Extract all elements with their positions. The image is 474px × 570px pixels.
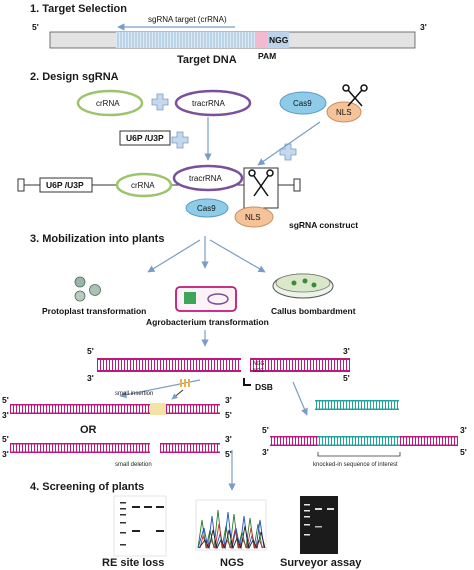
pam-label: PAM	[258, 51, 276, 61]
small-deletion-label: small deletion	[115, 462, 152, 468]
section-mobilization-title: 3. Mobilization into plants	[30, 233, 164, 245]
sgrna-construct-label: sgRNA construct	[289, 220, 358, 230]
knockin-bracket	[317, 452, 401, 457]
deletion-five-prime-right: 5'	[225, 449, 232, 459]
plus-icon	[171, 131, 189, 149]
dna-three-prime-label: 3'	[420, 22, 427, 32]
knockin-label: knocked-in sequence of interest	[313, 462, 398, 468]
cas9-oval	[279, 91, 327, 115]
knockin-dna	[270, 436, 458, 446]
sgrna-target-label: sgRNA target (crRNA)	[148, 15, 227, 24]
cut-site-region	[255, 32, 267, 48]
nls-label: NLS	[336, 108, 352, 117]
dsb-three-prime-right: 3'	[343, 346, 350, 356]
insert-nucleotides-icon	[180, 379, 190, 387]
design-arrow-diagonal	[257, 121, 321, 166]
tracrrna-label: tracrRNA	[192, 99, 226, 108]
sgrna-target-region	[116, 32, 266, 48]
crrna-oval	[76, 89, 144, 117]
promoter-label-construct: U6P /U3P	[46, 180, 84, 190]
small-insertion-label: small insertion	[115, 391, 153, 397]
callus-label: Callus bombardment	[271, 306, 356, 316]
dsb-arrow-hdr	[292, 381, 308, 416]
dsb-dna-right	[250, 358, 350, 372]
construct-tracrrna-oval	[172, 164, 244, 192]
dsb-dna-left	[97, 358, 241, 372]
surveyor-label: Surveyor assay	[280, 557, 362, 569]
construct-end-right	[293, 178, 301, 192]
deletion-three-prime-right: 3'	[225, 434, 232, 444]
petri-dish-icon	[272, 273, 334, 299]
plus-icon	[279, 143, 297, 161]
crrna-label: crRNA	[96, 99, 120, 108]
target-dna-caption: Target DNA	[177, 54, 237, 66]
construct-cas9-label: Cas9	[197, 204, 216, 213]
promoter-box-construct	[39, 177, 93, 193]
mobilization-arrow-left	[147, 239, 201, 273]
deletion-dna	[10, 442, 220, 454]
section-screening-title: 4. Screening of plants	[30, 481, 144, 493]
section-target-selection-title: 1. Target Selection	[30, 3, 127, 15]
knockin-five-prime-right: 5'	[460, 447, 467, 457]
insertion-three-prime-right: 3'	[225, 395, 232, 405]
protoplast-cells-icon	[74, 276, 101, 302]
agrobacterium-icon	[175, 286, 237, 312]
construct-nls-oval	[234, 206, 274, 228]
insertion-three-prime-left: 3'	[2, 410, 9, 420]
dsb-ncc-label: NCC	[253, 368, 264, 374]
nls-oval	[326, 101, 362, 123]
promoter-label-top: U6P /U3P	[126, 133, 164, 143]
ngs-chromatogram-image	[195, 499, 267, 551]
donor-dna	[315, 400, 399, 410]
tracrrna-oval	[174, 89, 252, 117]
insertion-five-prime-right: 5'	[225, 410, 232, 420]
knockin-three-prime-right: 3'	[460, 425, 467, 435]
construct-nls-label: NLS	[245, 213, 261, 222]
construct-crrna-label: crRNA	[131, 181, 155, 190]
construct-crrna-oval	[115, 172, 173, 198]
promoter-box-top	[119, 130, 171, 146]
dsb-five-prime-left: 5'	[87, 346, 94, 356]
or-label: OR	[80, 424, 97, 436]
agrobacterium-label: Agrobacterium transformation	[146, 317, 269, 327]
insertion-five-prime: 5'	[2, 395, 9, 405]
re-site-loss-label: RE site loss	[102, 557, 164, 569]
knockin-five-prime: 5'	[262, 425, 269, 435]
scissors-icon	[342, 84, 368, 107]
dsb-cut-marker	[243, 378, 251, 386]
ngs-label: NGS	[220, 557, 244, 569]
insertion-arrow	[171, 389, 184, 400]
dsb-five-prime-right: 5'	[343, 373, 350, 383]
surveyor-gel-image	[300, 496, 338, 554]
re-gel-image	[113, 495, 167, 557]
dna-five-prime-label: 5'	[32, 22, 39, 32]
deletion-three-prime-left: 3'	[2, 449, 9, 459]
ngg-region	[267, 32, 289, 48]
section-design-sgrna-title: 2. Design sgRNA	[30, 71, 119, 83]
protoplast-label: Protoplast transformation	[42, 306, 146, 316]
insertion-dna	[10, 403, 220, 415]
scissors-icon	[248, 169, 274, 197]
dsb-arrow-nhej	[119, 379, 201, 399]
dsb-three-prime-left: 3'	[87, 373, 94, 383]
construct-cas9-oval	[185, 198, 229, 218]
dsb-ngg-label: NGG	[253, 361, 265, 367]
construct-end-left	[17, 178, 25, 192]
cas9-label: Cas9	[293, 99, 312, 108]
knockin-three-prime-left: 3'	[262, 447, 269, 457]
construct-tracrrna-label: tracrRNA	[189, 174, 223, 183]
plus-icon	[151, 93, 169, 111]
deletion-five-prime: 5'	[2, 434, 9, 444]
dsb-label: DSB	[255, 382, 273, 392]
mobilization-arrow-right	[209, 239, 266, 273]
ngg-label: NGG	[269, 35, 289, 45]
